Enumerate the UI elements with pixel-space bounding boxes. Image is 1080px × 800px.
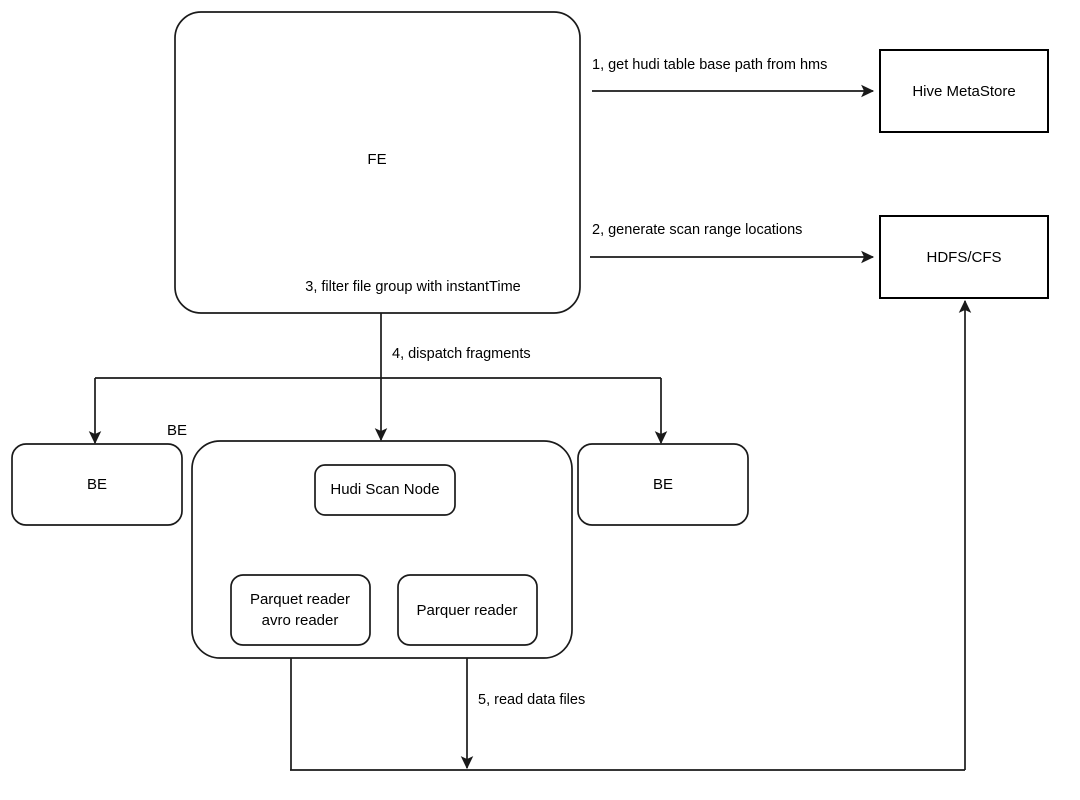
hudi-scan-node-label: Hudi Scan Node — [330, 481, 439, 498]
edge-1-label: 1, get hudi table base path from hms — [592, 57, 827, 73]
hdfs-cfs-box[interactable] — [879, 215, 1049, 299]
edge-2-fe-to-hdfs: 2, generate scan range locations — [590, 222, 875, 264]
hudi-scan-node-box[interactable] — [314, 464, 456, 516]
edge-5-read-data-files: 5, read data files — [290, 299, 972, 771]
node-fe[interactable]: FE 3, filter file group with instantTime — [174, 11, 581, 314]
edge-4-dispatch-fragments: 4, dispatch fragments — [88, 313, 668, 445]
parquet-avro-reader-label-line1: Parquet reader — [250, 591, 350, 608]
edge-5-label: 5, read data files — [478, 692, 585, 708]
be-left-label: BE — [87, 476, 107, 493]
be-right-label: BE — [653, 476, 673, 493]
node-parquer-reader[interactable]: Parquer reader — [397, 574, 538, 646]
parquer-reader-box[interactable] — [397, 574, 538, 646]
parquer-reader-label: Parquer reader — [417, 602, 518, 619]
node-be-left[interactable]: BE — [11, 443, 183, 526]
parquet-avro-reader-box[interactable] — [230, 574, 371, 646]
edge-4-label: 4, dispatch fragments — [392, 346, 531, 362]
be-container-caption: BE — [167, 422, 187, 439]
hive-metastore-label: Hive MetaStore — [912, 83, 1015, 100]
be-right-box[interactable] — [577, 443, 749, 526]
parquet-avro-reader-label-line2: avro reader — [262, 612, 339, 629]
hive-metastore-box[interactable] — [879, 49, 1049, 133]
node-hive-metastore[interactable]: Hive MetaStore — [879, 49, 1049, 133]
node-hudi-scan-node[interactable]: Hudi Scan Node — [314, 464, 456, 516]
node-be-right[interactable]: BE — [577, 443, 749, 526]
hdfs-cfs-label: HDFS/CFS — [927, 249, 1002, 266]
fe-box[interactable] — [174, 11, 581, 314]
edge-3-label: 3, filter file group with instantTime — [305, 279, 520, 295]
node-parquet-avro-reader[interactable]: Parquet reader avro reader — [230, 574, 371, 646]
edge-1-fe-to-hive-metastore: 1, get hudi table base path from hms — [592, 57, 875, 98]
node-hdfs-cfs[interactable]: HDFS/CFS — [879, 215, 1049, 299]
edge-2-label: 2, generate scan range locations — [592, 222, 802, 238]
be-left-box[interactable] — [11, 443, 183, 526]
fe-label: FE — [367, 151, 386, 168]
